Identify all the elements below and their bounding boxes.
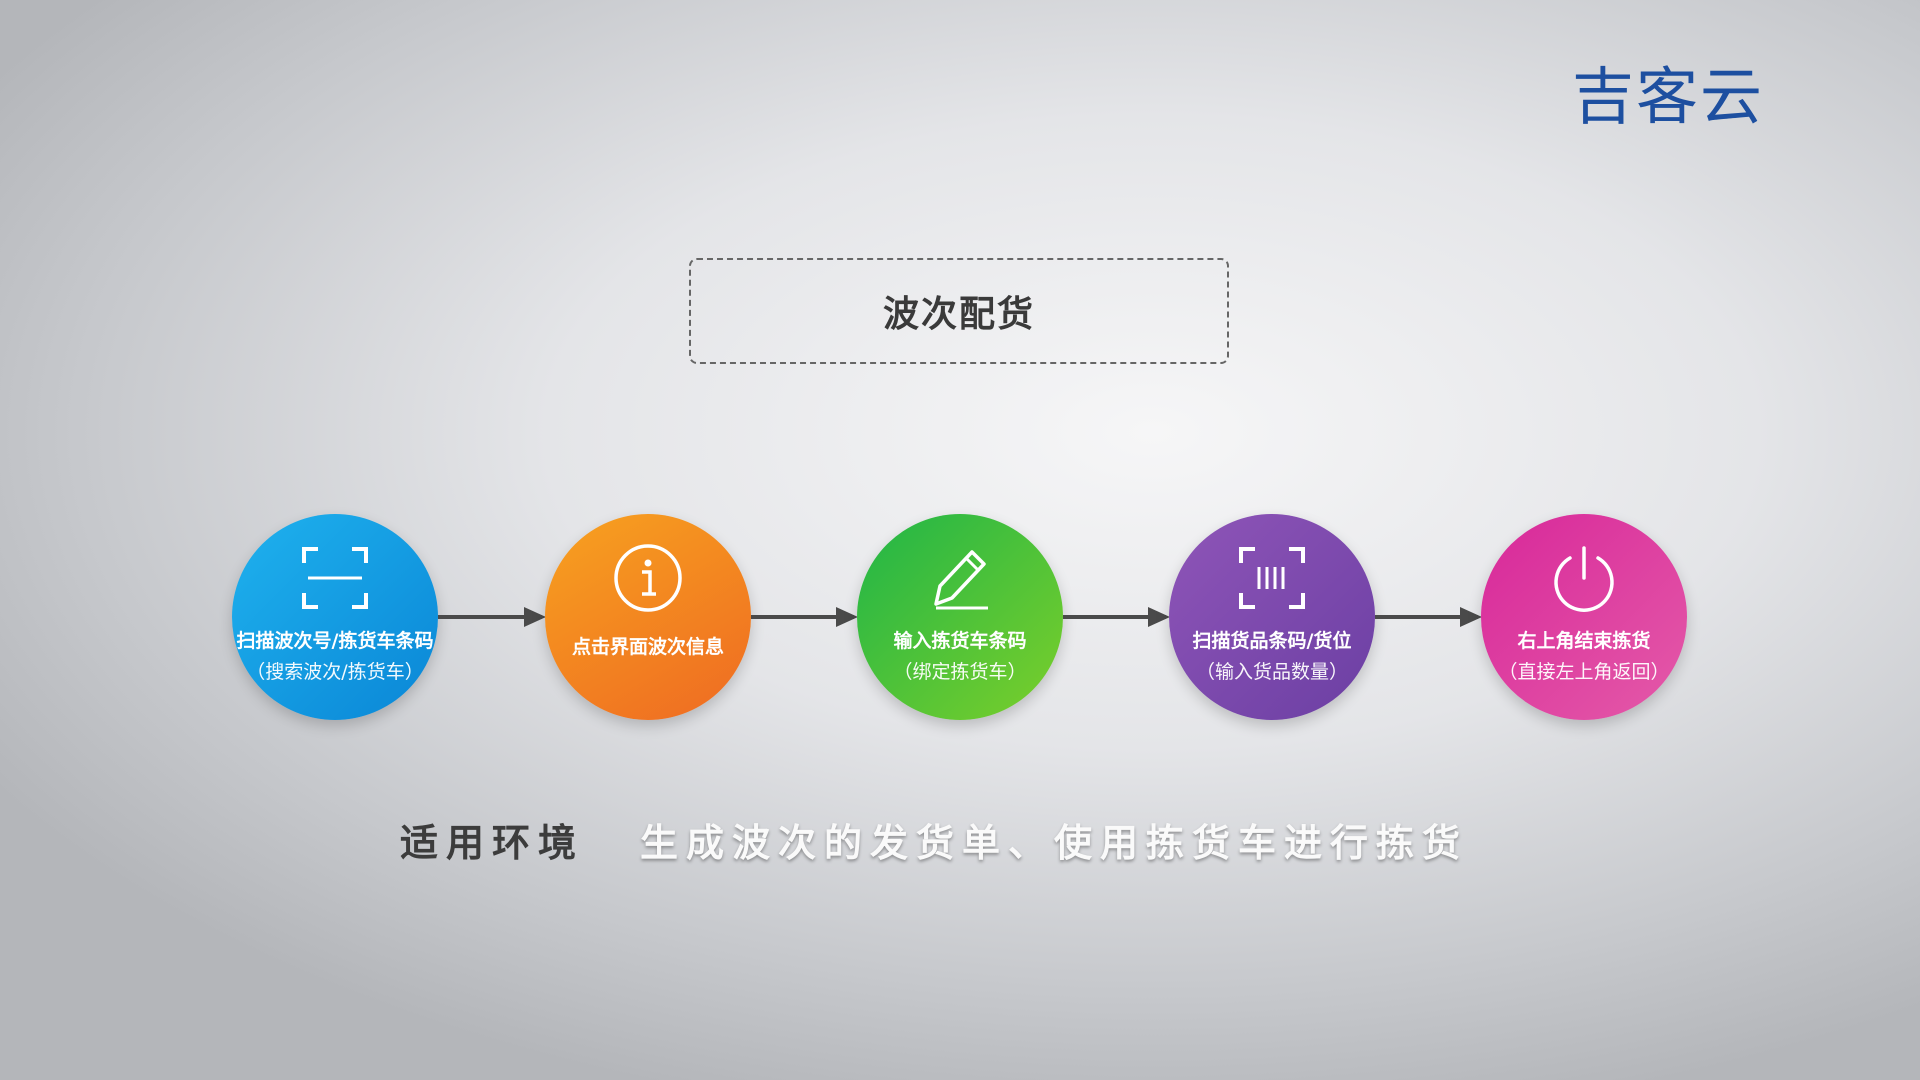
brand-logo: 吉客云 [1572, 66, 1764, 128]
logo-text: 吉客云 [1572, 60, 1765, 133]
step-5-label: 右上角结束拣货 [1517, 630, 1651, 652]
pencil-icon [920, 538, 1000, 618]
power-icon [1544, 538, 1624, 618]
title-box: 波次配货 [689, 258, 1229, 364]
step-4-sub: （输入货品数量） [1195, 661, 1348, 683]
step-4-circle: 扫描货品条码/货位 （输入货品数量） [1169, 514, 1375, 720]
step-1-label: 扫描波次号/拣货车条码 [236, 630, 434, 652]
step-1-sub: （搜索波次/拣货车） [246, 661, 424, 683]
step-3-sub: （绑定拣货车） [893, 661, 1027, 683]
environment-label: 适用环境 [400, 821, 585, 865]
arrow-4 [1375, 607, 1482, 627]
barcode-scan-icon [1232, 538, 1312, 618]
step-5-sub: （直接左上角返回） [1498, 661, 1670, 683]
step-1-circle: 扫描波次号/拣货车条码 （搜索波次/拣货车） [232, 514, 438, 720]
step-3-circle: 输入拣货车条码 （绑定拣货车） [857, 514, 1063, 720]
step-5-circle: 右上角结束拣货 （直接左上角返回） [1481, 514, 1687, 720]
page-title: 波次配货 [882, 294, 1035, 335]
arrow-2 [751, 607, 858, 627]
arrow-3 [1063, 607, 1170, 627]
step-2-label: 点击界面波次信息 [571, 636, 724, 658]
step-3-label: 输入拣货车条码 [893, 630, 1027, 652]
info-icon [608, 538, 688, 618]
environment-row: 适用环境 生成波次的发货单、使用拣货车进行拣货 [400, 812, 1468, 867]
step-4-label: 扫描货品条码/货位 [1192, 630, 1352, 652]
step-2-circle: 点击界面波次信息 [545, 514, 751, 720]
scan-frame-icon [295, 538, 375, 618]
environment-text: 生成波次的发货单、使用拣货车进行拣货 [640, 821, 1469, 865]
arrow-1 [438, 607, 546, 627]
